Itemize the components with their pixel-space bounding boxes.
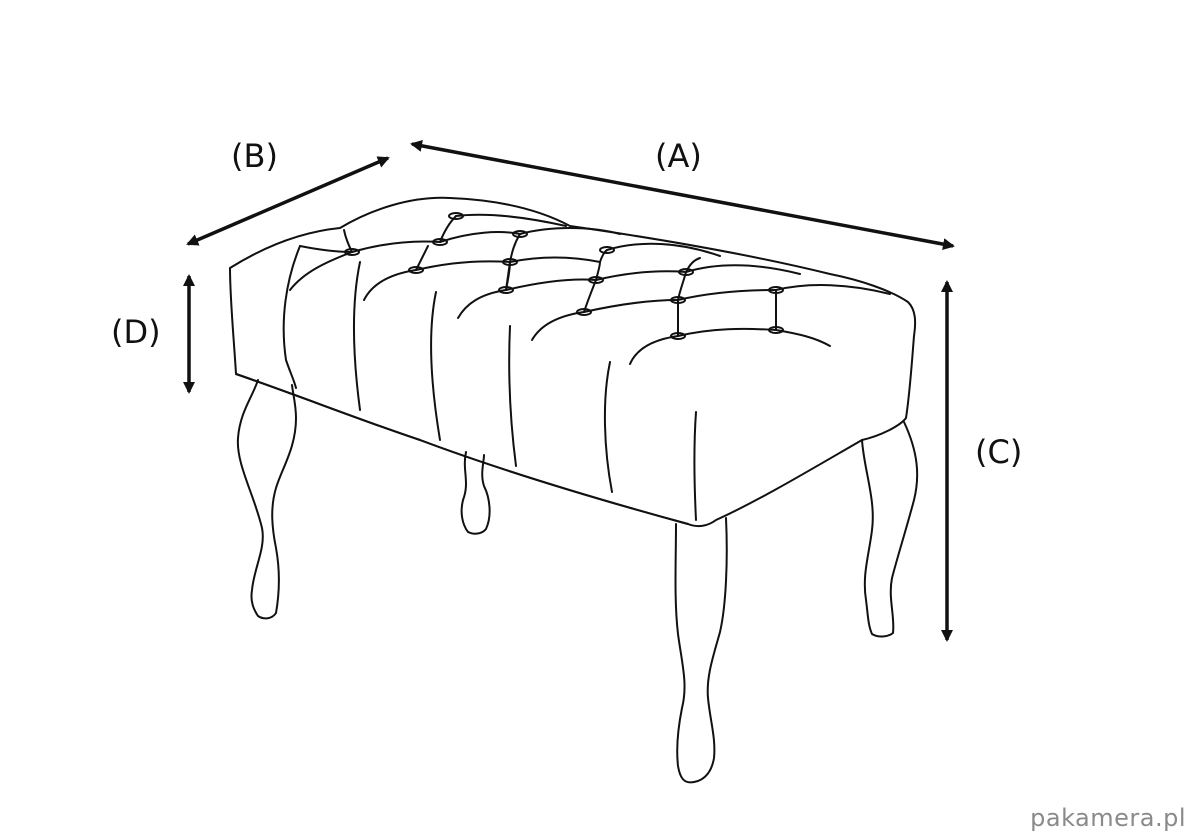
tuft-button	[768, 326, 784, 334]
front-left-leg	[236, 379, 297, 620]
tuft-seam	[519, 227, 621, 235]
tuft-button	[588, 276, 604, 284]
tuft-button	[599, 246, 615, 254]
tuft-seam	[509, 233, 521, 263]
tuft-button	[576, 308, 592, 316]
tuft-seam	[629, 335, 679, 365]
tuft-button	[448, 212, 464, 220]
tuft-seam	[775, 284, 891, 295]
tuft-seam	[455, 213, 567, 227]
tuft-seam	[677, 271, 687, 301]
tuft-button	[498, 286, 514, 294]
tuft-seam	[599, 249, 608, 263]
tuft-button	[432, 238, 448, 246]
seat-outline	[229, 196, 917, 528]
tuft-seam	[351, 240, 441, 253]
tuft-seam	[685, 257, 701, 273]
pleat-line	[353, 261, 361, 411]
tuft-seam	[595, 261, 601, 281]
tuft-seam	[677, 327, 777, 337]
pleat-line	[508, 325, 517, 467]
tuft-seam	[685, 264, 801, 275]
dimension-arrow-a	[410, 139, 955, 251]
dimension-label-a: (A)	[655, 137, 702, 175]
dimension-label-b: (B)	[231, 137, 278, 175]
back-left-leg	[460, 451, 491, 535]
pleat-line	[282, 245, 301, 389]
tuft-seam	[583, 279, 597, 313]
tuft-button	[502, 258, 518, 266]
tuft-seam	[583, 299, 679, 313]
tuft-seam	[363, 269, 417, 301]
tuft-seam	[415, 260, 511, 271]
front-right-leg	[674, 517, 728, 784]
pleat-line	[430, 291, 441, 441]
tuft-seam	[505, 261, 511, 291]
tuft-seam	[457, 289, 507, 319]
tuft-seam	[531, 311, 585, 341]
tuft-button	[670, 296, 686, 304]
back-right-leg	[861, 421, 919, 638]
tuft-button	[512, 230, 528, 238]
tuft-button	[408, 266, 424, 274]
tuft-seam	[289, 251, 353, 291]
tuft-button	[670, 332, 686, 340]
tuft-seam	[677, 289, 777, 301]
tuft-seam	[606, 242, 721, 257]
tuft-seam	[299, 245, 353, 253]
tuft-seam	[595, 270, 687, 281]
dimension-label-d: (D)	[111, 313, 161, 351]
pleat-line	[693, 411, 697, 521]
dimension-label-c: (C)	[975, 433, 1023, 471]
tuft-button	[768, 286, 784, 294]
tuft-seam	[509, 256, 601, 263]
tuft-button	[344, 248, 360, 256]
tuft-seam	[505, 278, 597, 291]
tuft-button	[678, 268, 694, 276]
pleat-line	[603, 361, 613, 493]
seat-bottom-edge	[235, 373, 689, 525]
watermark: pakamera.pl	[1030, 804, 1186, 832]
tuft-seam	[439, 231, 521, 243]
dimension-arrow-b	[186, 156, 390, 246]
tuft-seam	[775, 329, 831, 347]
tuft-seam	[343, 229, 353, 253]
